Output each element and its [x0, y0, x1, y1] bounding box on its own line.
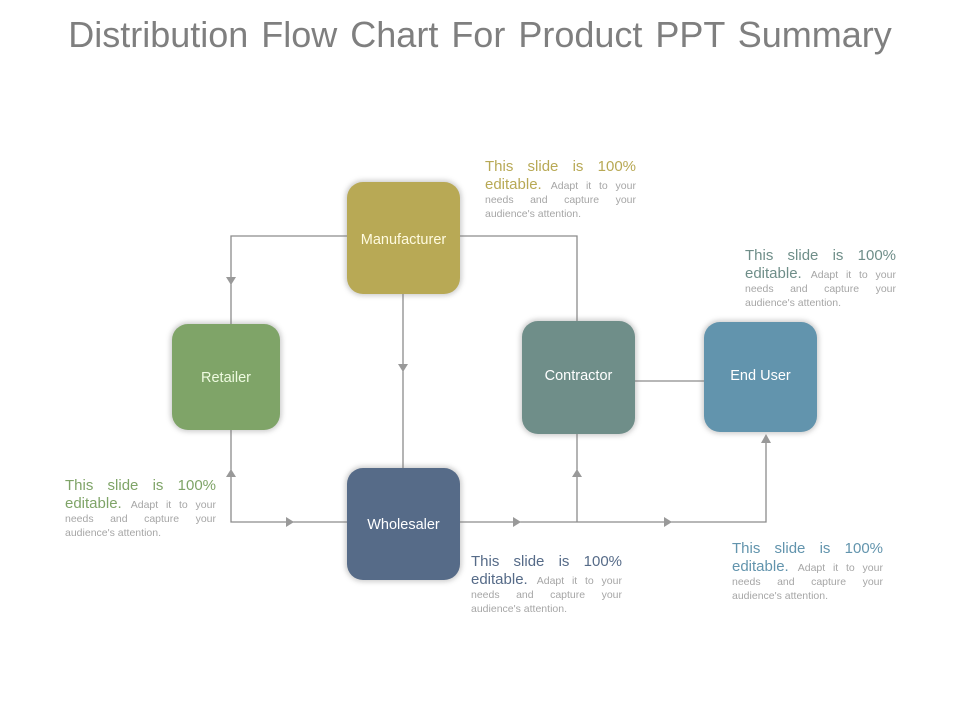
wholesaler-node[interactable]: Wholesaler — [347, 468, 460, 580]
note-body: Adapt it to your needs and capture your … — [745, 269, 896, 309]
edge-manufacturer-contractor — [460, 235, 578, 321]
contractor-node[interactable]: Contractor — [522, 321, 635, 434]
arrow-up-icon — [226, 469, 236, 477]
note-body: Adapt it to your needs and capture your … — [471, 575, 622, 615]
arrow-up-icon — [572, 469, 582, 477]
page-title: Distribution Flow Chart For Product PPT … — [68, 14, 892, 55]
retailer-node[interactable]: Retailer — [172, 324, 280, 430]
note-headline-editable: editable. — [65, 495, 131, 512]
contractor-label: Contractor — [544, 367, 613, 384]
note-body: Adapt it to your needs and capture your … — [65, 499, 216, 539]
arrow-down-icon — [226, 277, 236, 285]
note-headline: This slide is 100% — [65, 477, 216, 494]
edge-retailer-wholesaler — [230, 430, 347, 523]
manufacturer-note: This slide is 100% editable. Adapt it to… — [485, 158, 636, 221]
note-headline-editable: editable. — [732, 558, 798, 575]
note-headline-editable: editable. — [745, 265, 811, 282]
note-body: Adapt it to your needs and capture your … — [485, 180, 636, 220]
edge-wholesaler-enduser — [460, 436, 767, 523]
arrow-right-icon — [286, 517, 294, 527]
arrow-right-icon — [664, 517, 672, 527]
end-user-node[interactable]: End User — [704, 322, 817, 432]
arrow-up-icon — [761, 434, 771, 443]
wholesaler-label: Wholesaler — [367, 517, 440, 533]
retailer-note: This slide is 100% editable. Adapt it to… — [65, 477, 216, 540]
end-user-bottom-note: This slide is 100% editable. Adapt it to… — [732, 540, 883, 603]
note-body: Adapt it to your needs and capture your … — [732, 562, 883, 602]
retailer-label: Retailer — [201, 370, 251, 386]
note-headline: This slide is 100% — [485, 158, 636, 175]
note-headline: This slide is 100% — [745, 247, 896, 264]
note-headline: This slide is 100% — [732, 540, 883, 557]
end-user-top-note: This slide is 100% editable. Adapt it to… — [745, 247, 896, 310]
end-user-label: End User — [730, 368, 791, 384]
manufacturer-node[interactable]: Manufacturer — [347, 182, 460, 294]
arrow-down-icon — [398, 364, 408, 372]
edge-manufacturer-retailer — [230, 235, 347, 324]
note-headline-editable: editable. — [485, 176, 551, 193]
wholesaler-note: This slide is 100% editable. Adapt it to… — [471, 553, 622, 616]
note-headline-editable: editable. — [471, 571, 537, 588]
note-headline: This slide is 100% — [471, 553, 622, 570]
arrow-right-icon — [513, 517, 521, 527]
manufacturer-label: Manufacturer — [360, 232, 447, 248]
